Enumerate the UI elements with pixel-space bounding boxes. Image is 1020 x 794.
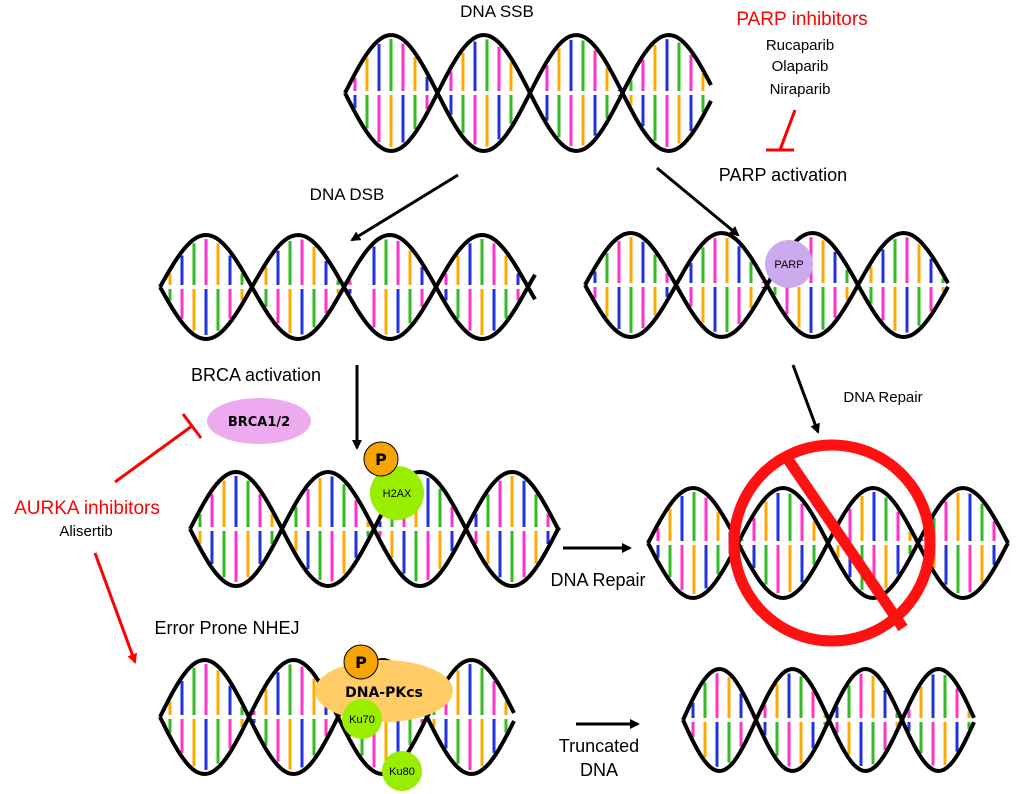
h2ax-phospho-label: P — [375, 450, 387, 469]
dnapkcs-label: DNA-PKcs — [345, 685, 423, 701]
dnapkcs-phospho: P — [343, 644, 379, 680]
parp-drug-olaparib: Olaparib — [772, 58, 829, 75]
label-dna-dsb: DNA DSB — [310, 185, 385, 204]
aurka-inhibitors-title: AURKA inhibitors — [14, 498, 160, 519]
aurka-inhibition-line — [114, 424, 193, 484]
label-dna-repair-top: DNA Repair — [843, 389, 922, 406]
dna-backbone — [343, 32, 713, 154]
dna-backbone — [646, 485, 1010, 601]
h2ax-label: H2AX — [383, 488, 412, 500]
arrow-ssb-to-dsb — [350, 173, 459, 242]
dna-helix-repaired — [646, 485, 1010, 601]
ku80-label: Ku80 — [389, 766, 415, 778]
label-truncated-1: Truncated — [559, 736, 639, 756]
dna-helix-parp — [583, 230, 950, 340]
dna-backbone — [681, 666, 976, 774]
label-error-prone-nhej: Error Prone NHEJ — [154, 618, 299, 638]
dna-backbone — [158, 232, 537, 342]
dna-helix-dsb — [158, 232, 537, 342]
arrow-parp-repair — [791, 364, 820, 434]
ku70-label: Ku70 — [349, 714, 375, 726]
label-dna-repair-mid: DNA Repair — [550, 570, 645, 590]
dna-helix-ssb — [343, 32, 713, 154]
dna-helix-truncated — [681, 666, 976, 774]
prohibition-sign — [728, 439, 936, 647]
h2ax-protein: H2AX — [370, 466, 424, 520]
parp-drug-niraparib: Niraparib — [770, 81, 831, 98]
arrow-aurka-to-nhej — [93, 552, 137, 664]
aurka-drug-alisertib: Alisertib — [59, 523, 112, 540]
dna-backbone — [343, 32, 713, 154]
dna-helix-h2ax — [188, 469, 561, 589]
brca-label: BRCA1/2 — [228, 415, 290, 430]
label-brca-activation: BRCA activation — [191, 365, 321, 385]
parp-inhibition-line — [778, 109, 797, 151]
label-dna-ssb: DNA SSB — [460, 2, 534, 21]
arrow-ssb-to-parp — [656, 166, 740, 237]
label-parp-activation: PARP activation — [719, 165, 847, 185]
dnapkcs-phospho-label: P — [355, 653, 367, 672]
dna-backbone — [188, 469, 561, 589]
dna-backbone — [583, 230, 950, 340]
aurka-inhibition-bar — [181, 413, 203, 439]
dna-backbone — [158, 657, 516, 777]
dna-backbone — [158, 232, 537, 342]
parp-label: PARP — [774, 259, 803, 271]
brca-protein: BRCA1/2 — [207, 398, 311, 444]
parp-drug-rucaparib: Rucaparib — [766, 37, 834, 54]
ku70-protein: Ku70 — [342, 699, 382, 739]
ku80-protein: Ku80 — [382, 751, 422, 791]
dnapkcs-protein: DNA-PKcs — [315, 660, 453, 722]
h2ax-phospho: P — [363, 441, 399, 477]
label-truncated-2: DNA — [580, 760, 618, 780]
parp-inhibitors-title: PARP inhibitors — [736, 9, 867, 30]
parp-protein: PARP — [765, 240, 813, 288]
